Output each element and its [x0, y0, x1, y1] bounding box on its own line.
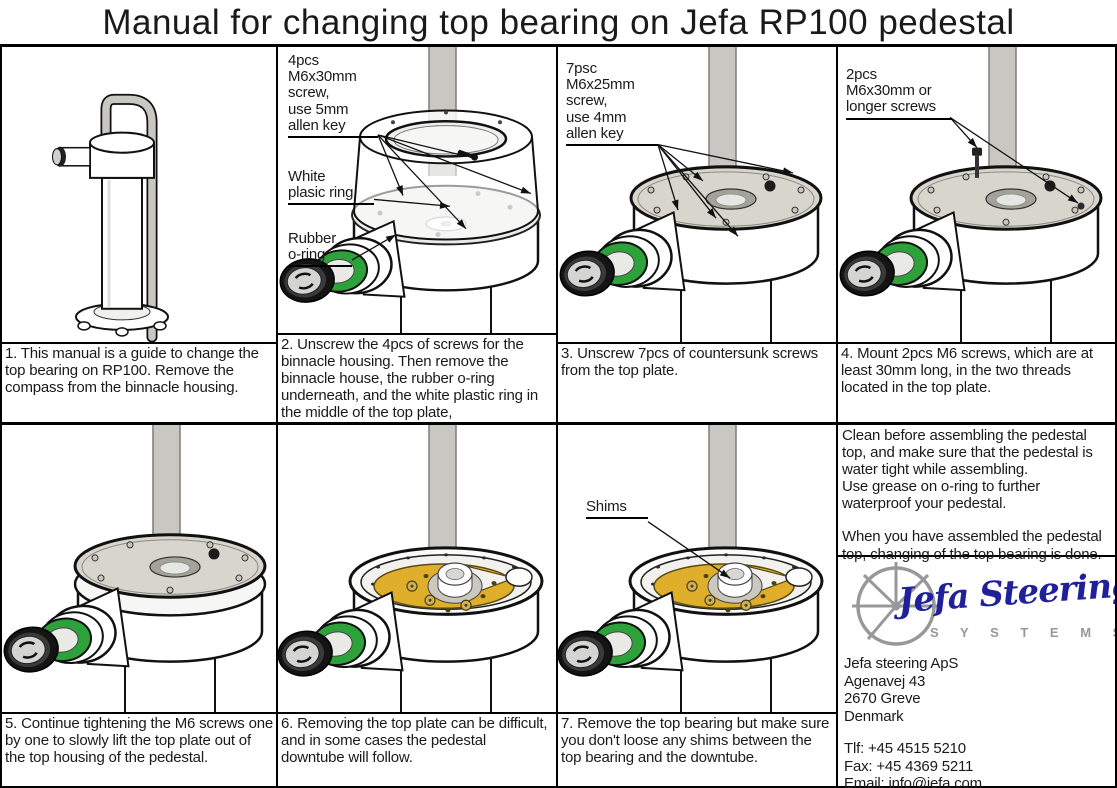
panel-7: Shims 7. Remove the top bearing but make… — [558, 425, 838, 788]
assembly-notes: Clean before assembling the pedestal top… — [838, 425, 1115, 563]
callout-screws-p2: 4pcs M6x30mm screw, use 5mm allen key — [288, 52, 378, 138]
standing-screw — [972, 147, 982, 178]
panel-7-figure: Shims — [558, 425, 836, 712]
pedestal-overview-illustration — [52, 93, 169, 342]
panel-3-caption: 3. Unscrew 7pcs of countersunk screws fr… — [558, 342, 836, 422]
company-address: Jefa steering ApS Agenavej 43 2670 Greve… — [838, 655, 1115, 725]
top-plate-illustration — [558, 47, 823, 342]
panel-grid: 1. This manual is a guide to change the … — [0, 47, 1117, 788]
steering-wheel-icon — [852, 562, 940, 646]
panel-2: 4pcs M6x30mm screw, use 5mm allen key Wh… — [278, 47, 558, 425]
info-column: Clean before assembling the pedestal top… — [838, 425, 1115, 788]
company-street: Agenavej 43 — [844, 672, 926, 690]
brand-box: Jefa Steering S Y S T E M S Jefa steerin… — [838, 557, 1115, 788]
panel-4-caption: 4. Mount 2pcs M6 screws, which are at le… — [838, 342, 1115, 422]
company-city: 2670 Greve — [844, 690, 921, 708]
callout-rubber-oring: Rubber o-ring — [288, 230, 352, 268]
page-title: Manual for changing top bearing on Jefa … — [0, 0, 1117, 47]
panel-6: 6. Removing the top plate can be difficu… — [278, 425, 558, 788]
panel-6-figure — [278, 425, 556, 712]
company-name: Jefa steering ApS — [844, 655, 959, 672]
panel-6-caption: 6. Removing the top plate can be difficu… — [278, 712, 556, 786]
panel-2-caption: 2. Unscrew the 4pcs of screws for the bi… — [278, 333, 556, 422]
open-housing-illustration — [278, 425, 544, 712]
contact-email: Email: info@jefa.com — [844, 775, 982, 788]
company-contact: Tlf: +45 4515 5210 Fax: +45 4369 5211 Em… — [838, 740, 1115, 788]
panel-1: 1. This manual is a guide to change the … — [2, 47, 278, 425]
panel-7-caption: 7. Remove the top bearing but make sure … — [558, 712, 836, 786]
contact-fax: Fax: +45 4369 5211 — [844, 757, 974, 775]
panel-1-figure — [2, 47, 276, 342]
logo-systems-text: S Y S T E M S — [930, 625, 1115, 640]
assembly-notes-para2: When you have assembled the pedestal top… — [842, 528, 1102, 563]
jefa-logo: Jefa Steering S Y S T E M S — [838, 557, 1115, 655]
binnacle-housing-illustration — [278, 47, 541, 334]
contact-phone: Tlf: +45 4515 5210 — [844, 740, 966, 758]
panel-3: 7psc M6x25mm screw, use 4mm allen key 3.… — [558, 47, 838, 425]
panel-5-figure — [2, 425, 276, 712]
lifting-screws-illustration — [838, 47, 1103, 342]
company-country: Denmark — [844, 707, 904, 725]
panel-3-figure: 7psc M6x25mm screw, use 4mm allen key — [558, 47, 836, 342]
plate-lifting-illustration — [2, 425, 267, 712]
panel-5-caption: 5. Continue tightening the M6 screws one… — [2, 712, 276, 786]
top-bearing-shims-illustration — [558, 425, 824, 712]
callout-shims: Shims — [586, 498, 648, 520]
callout-screws-p4: 2pcs M6x30mm or longer screws — [846, 66, 952, 120]
callout-white-plastic-ring: White plasic ring — [288, 168, 374, 206]
panel-2-figure: 4pcs M6x30mm screw, use 5mm allen key Wh… — [278, 47, 556, 334]
panel-4: 2pcs M6x30mm or longer screws 4. Mount 2… — [838, 47, 1115, 425]
panel-5: 5. Continue tightening the M6 screws one… — [2, 425, 278, 788]
assembly-notes-para1: Clean before assembling the pedestal top… — [842, 427, 1093, 513]
panel-1-caption: 1. This manual is a guide to change the … — [2, 342, 276, 422]
panel-4-figure: 2pcs M6x30mm or longer screws — [838, 47, 1115, 342]
callout-screws-p3: 7psc M6x25mm screw, use 4mm allen key — [566, 60, 658, 146]
